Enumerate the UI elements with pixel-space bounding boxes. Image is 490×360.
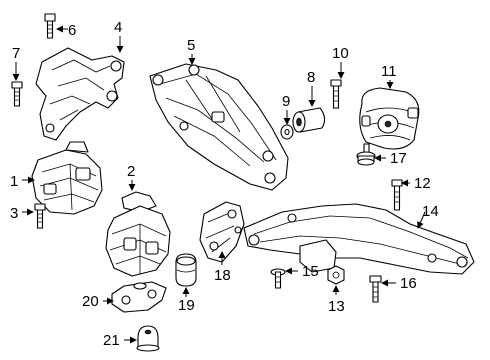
leader-lines (12, 25, 426, 344)
callout-13: 13 (328, 298, 345, 315)
callout-14: 14 (422, 203, 439, 220)
callout-12: 12 (414, 175, 431, 192)
part-3-bolt (34, 203, 46, 229)
part-21-rubber-stop (136, 325, 160, 352)
part-9-bushing (280, 124, 294, 140)
part-14-crossmember (243, 203, 475, 275)
part-19-bushing (175, 253, 197, 287)
callout-16: 16 (400, 275, 417, 292)
callout-7: 7 (12, 45, 20, 62)
part-18-bracket (199, 201, 245, 263)
part-2-engine-mount (105, 191, 171, 277)
part-15-bolt (270, 268, 286, 289)
callout-labels: 6 7 4 5 9 8 10 11 17 1 3 2 12 14 18 19 1… (10, 19, 439, 349)
callout-8: 8 (307, 69, 315, 86)
part-4-engine-bracket (35, 47, 125, 141)
callout-10: 10 (332, 45, 349, 62)
callout-6: 6 (68, 22, 76, 39)
callout-5: 5 (187, 37, 195, 54)
callout-20: 20 (82, 293, 99, 310)
part-6-bolt (44, 13, 56, 39)
part-17-stud (356, 143, 376, 166)
callout-1: 1 (10, 173, 18, 190)
part-11-transmission-mount (359, 87, 420, 150)
callout-19: 19 (178, 297, 195, 314)
callout-9: 9 (282, 93, 290, 110)
callout-18: 18 (214, 267, 231, 284)
part-7-bolt (11, 81, 23, 107)
part-20-bracket (111, 281, 167, 313)
part-16-bolt (369, 275, 382, 303)
callout-17: 17 (390, 150, 407, 167)
part-5-transmission-support (149, 63, 289, 191)
part-13-nut (327, 265, 345, 285)
callout-15: 15 (302, 263, 319, 280)
part-1-engine-mount (31, 141, 103, 215)
callout-4: 4 (114, 19, 122, 36)
leader-14 (417, 211, 426, 229)
part-10-bolt (330, 79, 342, 109)
part-8-rubber-mount (292, 107, 326, 133)
callout-21: 21 (103, 332, 120, 349)
callout-11: 11 (381, 63, 397, 80)
part-12-bolt (391, 179, 403, 211)
callout-3: 3 (10, 205, 18, 222)
callout-2: 2 (127, 163, 135, 180)
